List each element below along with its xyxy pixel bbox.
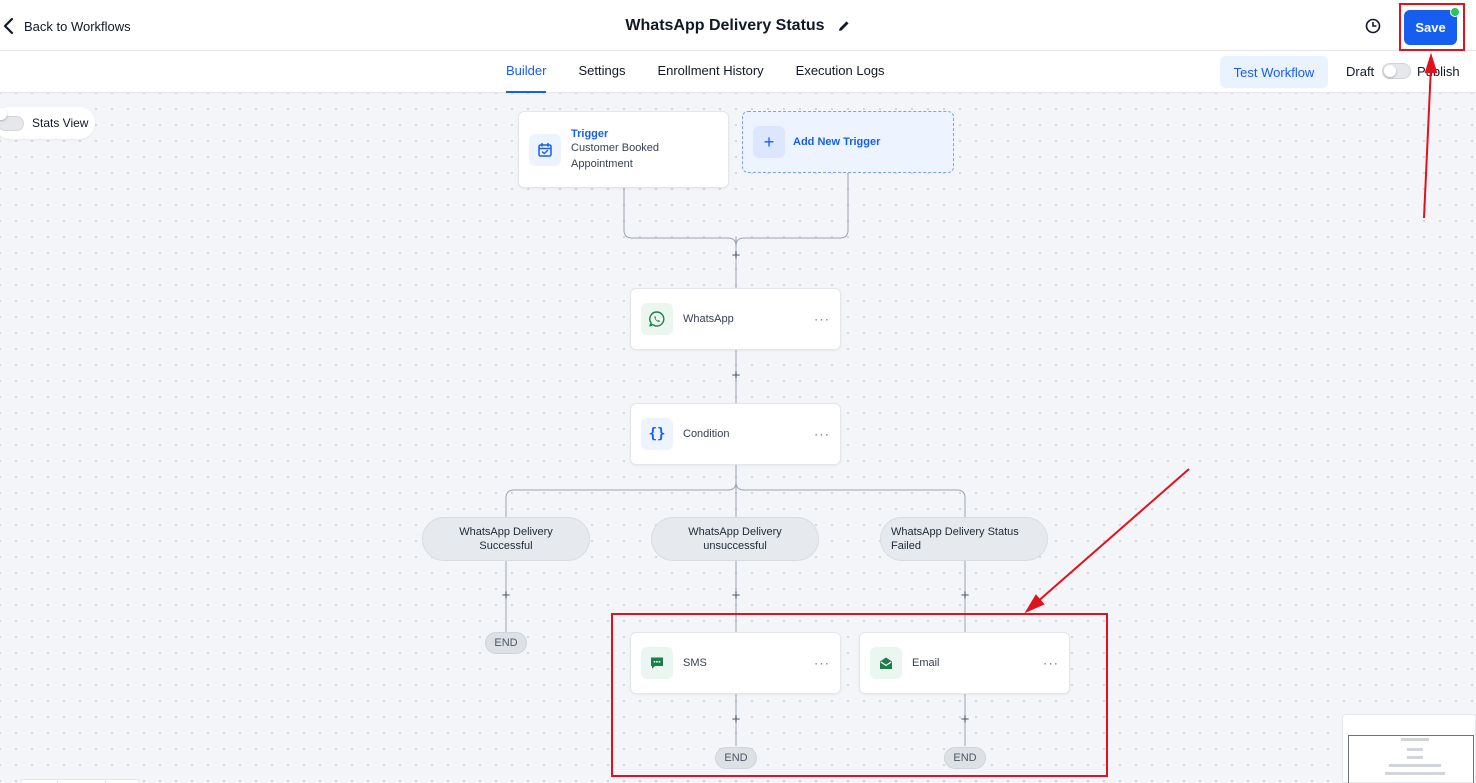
publish-label: Publish xyxy=(1417,64,1460,79)
save-button[interactable]: Save xyxy=(1404,10,1457,45)
plus-icon: + xyxy=(753,126,785,158)
add-step-plus[interactable]: + xyxy=(960,711,970,728)
trigger-node[interactable]: Trigger Customer Booked Appointment xyxy=(518,111,729,188)
top-bar: Back to Workflows WhatsApp Delivery Stat… xyxy=(0,0,1476,51)
add-step-plus[interactable]: + xyxy=(731,247,741,264)
tab-bar: Builder Settings Enrollment History Exec… xyxy=(0,51,1476,93)
add-new-trigger-button[interactable]: + Add New Trigger xyxy=(742,111,954,173)
add-step-plus[interactable]: + xyxy=(731,587,741,604)
more-options-icon[interactable]: ··· xyxy=(814,311,830,327)
stats-view-label: Stats View xyxy=(32,116,89,130)
minimap-block xyxy=(1385,772,1445,775)
add-new-trigger-label: Add New Trigger xyxy=(793,136,881,148)
pencil-icon[interactable] xyxy=(837,19,851,33)
chevron-left-icon xyxy=(3,17,14,35)
end-marker: END xyxy=(485,632,527,654)
calendar-check-icon xyxy=(529,133,561,166)
minimap-block xyxy=(1389,764,1441,767)
trigger-title: Trigger xyxy=(571,127,609,140)
more-options-icon[interactable]: ··· xyxy=(814,426,830,442)
minimap-viewport[interactable] xyxy=(1348,735,1474,783)
minimap-block xyxy=(1401,738,1429,741)
branch-pill-failed[interactable]: WhatsApp Delivery Status Failed xyxy=(880,517,1048,561)
stats-view-switch[interactable] xyxy=(0,108,24,131)
end-marker: END xyxy=(715,747,757,769)
whatsapp-node-label: WhatsApp xyxy=(683,313,734,325)
braces-icon: {} xyxy=(641,418,673,450)
unsaved-indicator-dot xyxy=(1450,7,1460,17)
mail-open-icon xyxy=(870,647,902,679)
add-step-plus[interactable]: + xyxy=(731,367,741,384)
minimap-block xyxy=(1407,748,1423,751)
email-node[interactable]: Email ··· xyxy=(859,632,1070,694)
whatsapp-icon xyxy=(641,303,673,335)
history-icon[interactable] xyxy=(1364,17,1382,35)
toggle-knob xyxy=(0,108,7,120)
branch-pill-unsuccessful[interactable]: WhatsApp Delivery unsuccessful xyxy=(651,517,819,561)
zoom-controls[interactable] xyxy=(20,779,140,783)
test-workflow-button[interactable]: Test Workflow xyxy=(1220,56,1328,88)
more-options-icon[interactable]: ··· xyxy=(1043,655,1059,671)
trigger-subtitle: Customer Booked Appointment xyxy=(571,141,660,170)
message-icon xyxy=(641,647,673,679)
zoom-divider xyxy=(57,780,58,783)
condition-node-label: Condition xyxy=(683,428,730,440)
sms-node-label: SMS xyxy=(683,657,707,669)
minimap[interactable] xyxy=(1342,714,1476,783)
stats-view-toggle[interactable]: Stats View xyxy=(0,107,95,139)
toggle-knob xyxy=(1384,65,1396,77)
tab-builder[interactable]: Builder xyxy=(506,51,547,93)
minimap-block xyxy=(1407,756,1423,759)
sms-node[interactable]: SMS ··· xyxy=(630,632,841,694)
add-step-plus[interactable]: + xyxy=(731,711,741,728)
add-step-plus[interactable]: + xyxy=(501,587,511,604)
tab-settings[interactable]: Settings xyxy=(578,63,626,78)
back-to-workflows-link[interactable]: Back to Workflows xyxy=(2,14,131,38)
draft-label: Draft xyxy=(1346,64,1375,79)
end-marker: END xyxy=(944,747,986,769)
tab-execution-logs[interactable]: Execution Logs xyxy=(795,63,885,78)
whatsapp-node[interactable]: WhatsApp ··· xyxy=(630,288,841,350)
email-node-label: Email xyxy=(912,657,940,669)
add-step-plus[interactable]: + xyxy=(960,587,970,604)
tab-enrollment-history[interactable]: Enrollment History xyxy=(657,63,764,78)
back-label: Back to Workflows xyxy=(24,18,131,34)
publish-toggle[interactable] xyxy=(1382,63,1411,79)
more-options-icon[interactable]: ··· xyxy=(814,655,830,671)
branch-pill-successful[interactable]: WhatsApp Delivery Successful xyxy=(422,517,590,561)
zoom-divider xyxy=(105,780,106,783)
workflow-tabs: Builder Settings Enrollment History Exec… xyxy=(506,51,885,93)
workflow-title: WhatsApp Delivery Status xyxy=(625,17,825,34)
condition-node[interactable]: {} Condition ··· xyxy=(630,403,841,465)
